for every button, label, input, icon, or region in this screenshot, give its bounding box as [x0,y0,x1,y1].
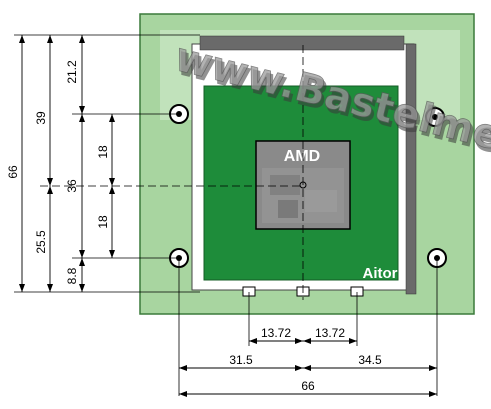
dim-half-lower: 18 [96,215,110,229]
dim-upper-height: 39 [34,111,48,125]
socket-brand-label: Aitor [363,265,398,282]
dim-left-pin: 13.72 [261,326,291,340]
vertical-dimension-lines [21,35,113,292]
dim-center-span: 36 [65,179,79,193]
dim-lower-height: 25.5 [34,230,48,254]
extension-lines [14,34,438,396]
dim-total-width: 66 [301,379,315,393]
socket-top-strip [199,35,405,51]
dim-total-height: 66 [6,165,20,179]
dim-top-offset: 21.2 [65,60,79,84]
mounting-hole-icon [425,107,445,127]
dim-right-half: 34.5 [358,353,382,367]
dim-right-pin: 13.72 [315,326,345,340]
vertical-arrow-ticks [19,35,115,292]
dim-half-upper: 18 [96,145,110,159]
horizontal-arrow-ticks [179,338,437,397]
horizontal-dimension-lines [179,340,437,395]
cpu-brand-label: AMD [284,148,320,165]
dim-bottom-offset: 8.8 [65,267,79,284]
socket-lever [405,43,417,295]
dim-left-half: 31.5 [229,353,253,367]
